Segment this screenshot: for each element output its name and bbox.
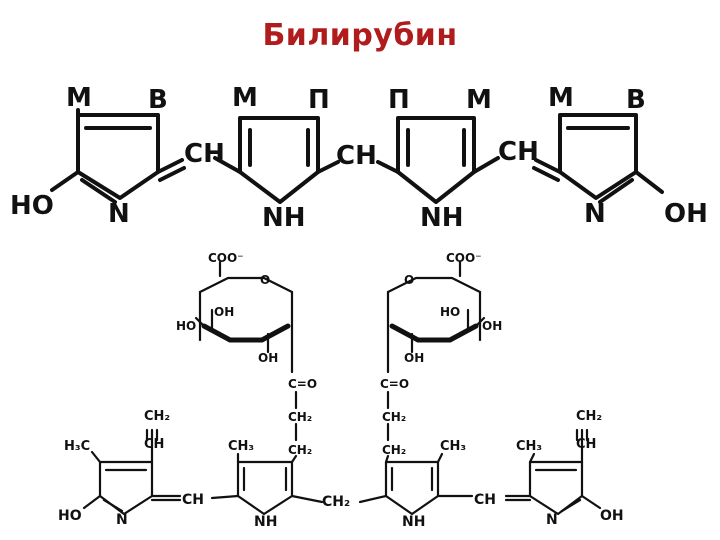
bottom-vinyl-ch2-1: CH₂: [144, 409, 170, 424]
right-ring-o: O: [404, 273, 414, 287]
bottom-structure: CH₂ CH H₃C CH₃ CH₃ CH₃ CH₂ CH HO N CH NH…: [58, 409, 624, 530]
bottom-ch3-2: CH₃: [440, 439, 466, 454]
top-structure: М В М П П М М В CH CH CH HO N NH NH N OH: [10, 83, 708, 233]
bottom-h3c: H₃C: [64, 439, 90, 454]
right-ch2-1: CH₂: [382, 410, 406, 424]
right-oh-1: OH: [482, 319, 502, 333]
left-coo: COO⁻: [208, 251, 244, 265]
glucuronide-left: COO⁻ O OH HO OH C=O CH₂ CH₂: [176, 251, 317, 457]
ring-3-nh: NH: [420, 203, 464, 233]
bottom-vinyl-ch2-2: CH₂: [576, 409, 602, 424]
right-oh-2: OH: [404, 351, 424, 365]
ring-1-n: N: [108, 199, 130, 229]
bottom-ch-2: CH: [474, 492, 496, 508]
ring-1: [50, 108, 186, 204]
substituent-v-1: В: [148, 85, 168, 115]
right-coo: COO⁻: [446, 251, 482, 265]
substituent-p-2: П: [388, 85, 410, 115]
left-ho: HO: [176, 319, 196, 333]
methine-ch-3: CH: [498, 137, 539, 167]
substituent-m-2: М: [232, 83, 258, 113]
right-ch2-2: CH₂: [382, 443, 406, 457]
bottom-ch3-3: CH₃: [516, 439, 542, 454]
left-ring-o: O: [260, 273, 270, 287]
ring-2: [213, 116, 340, 204]
substituent-m-3: М: [466, 85, 492, 115]
ring-3: [376, 116, 500, 204]
bottom-nh-1: NH: [254, 514, 277, 530]
bottom-ch2-bridge: CH₂: [322, 494, 350, 510]
left-ch2-1: CH₂: [288, 410, 312, 424]
ring-4-n: N: [584, 199, 606, 229]
right-co: C=O: [380, 377, 409, 391]
ring-4: [532, 113, 664, 204]
bottom-nh-2: NH: [402, 514, 425, 530]
bottom-n-2: N: [546, 512, 558, 528]
right-ho-1: HO: [440, 305, 460, 319]
bottom-oh: OH: [600, 508, 624, 524]
hydroxyl-ho: HO: [10, 191, 54, 221]
glucuronide-right: COO⁻ O HO OH OH C=O CH₂ CH₂: [380, 251, 502, 457]
left-ch2-2: CH₂: [288, 443, 312, 457]
left-co: C=O: [288, 377, 317, 391]
substituent-v-2: В: [626, 85, 646, 115]
bottom-vinyl-ch-2: CH: [576, 437, 596, 452]
left-oh-1: OH: [214, 305, 234, 319]
bottom-ho: HO: [58, 508, 82, 524]
hydroxyl-oh: OH: [664, 199, 708, 229]
bottom-vinyl-ch-1: CH: [144, 437, 164, 452]
substituent-m-1: М: [66, 83, 92, 113]
bottom-ch3-1: CH₃: [228, 439, 254, 454]
bottom-n-1: N: [116, 512, 128, 528]
methine-ch-2: CH: [336, 141, 377, 171]
page-title: Билирубин: [262, 18, 458, 53]
left-oh-2: OH: [258, 351, 278, 365]
bottom-ch-1: CH: [182, 492, 204, 508]
substituent-p-1: П: [308, 85, 330, 115]
substituent-m-4: М: [548, 83, 574, 113]
methine-ch-1: CH: [184, 139, 225, 169]
ring-2-nh: NH: [262, 203, 306, 233]
